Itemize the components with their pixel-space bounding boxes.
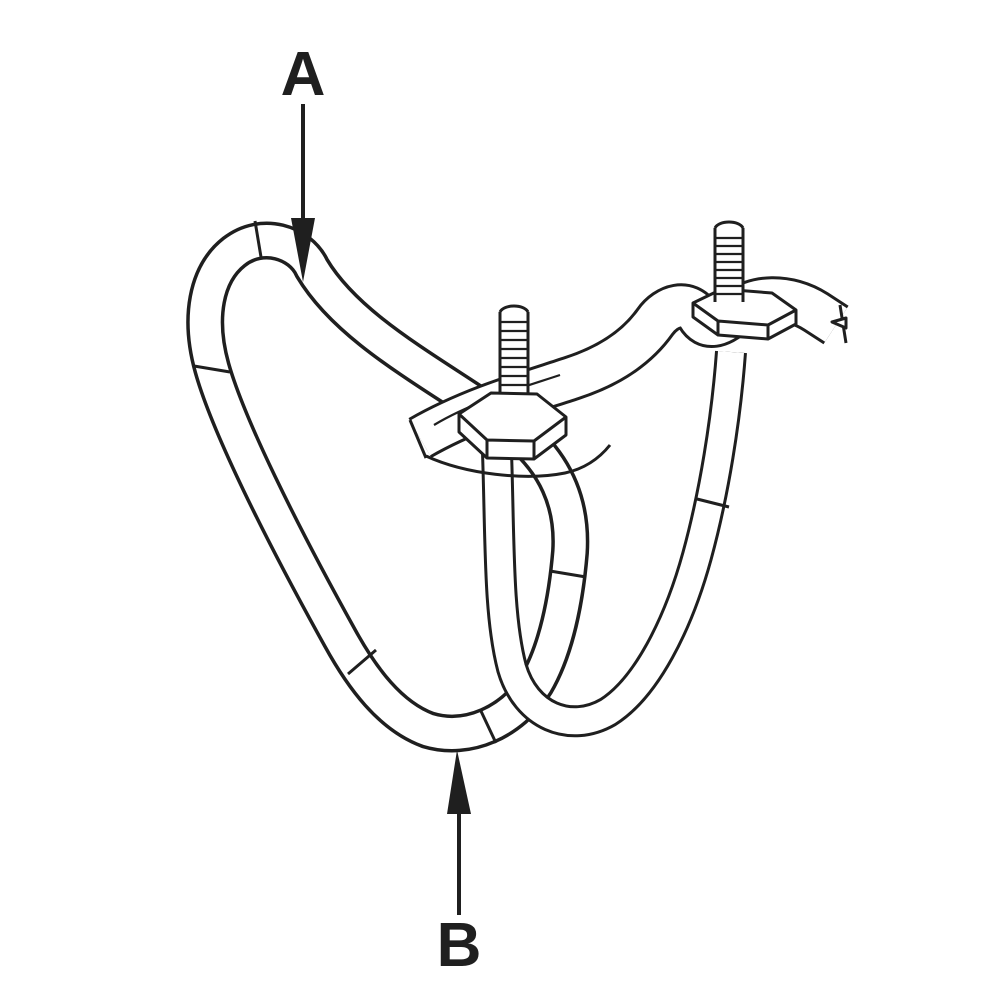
loop-segment-ticks — [193, 220, 587, 744]
rear-stud-sides — [713, 228, 745, 302]
front-stud-sides — [498, 312, 530, 394]
strap-front-rim — [425, 444, 612, 478]
loop-rod-fill — [189, 225, 586, 749]
callout-b-label: B — [437, 911, 482, 980]
washer-plate-rear-edges — [692, 301, 797, 339]
front-stud-top — [498, 304, 530, 313]
hex-nut-front-facets — [457, 412, 567, 459]
rear-stud-threads — [714, 236, 744, 296]
callout-a: A — [281, 40, 326, 282]
u-bolt-segment-tick — [696, 497, 730, 509]
rear-bolt-assembly — [691, 220, 798, 341]
callout-b: B — [437, 750, 482, 980]
callout-a-arrowhead — [291, 218, 315, 282]
strap-right-end-notch — [830, 316, 848, 330]
callout-b-arrowhead — [447, 750, 471, 814]
strap-left-end-cap — [408, 419, 428, 459]
pear-link-loop — [186, 220, 590, 753]
callout-a-label: A — [281, 40, 326, 109]
front-stud-threads — [499, 320, 529, 387]
u-bolt-rod-fill — [484, 351, 744, 735]
rear-stud-top — [713, 220, 745, 229]
front-bolt-assembly — [457, 304, 568, 461]
u-bolt — [481, 350, 747, 738]
